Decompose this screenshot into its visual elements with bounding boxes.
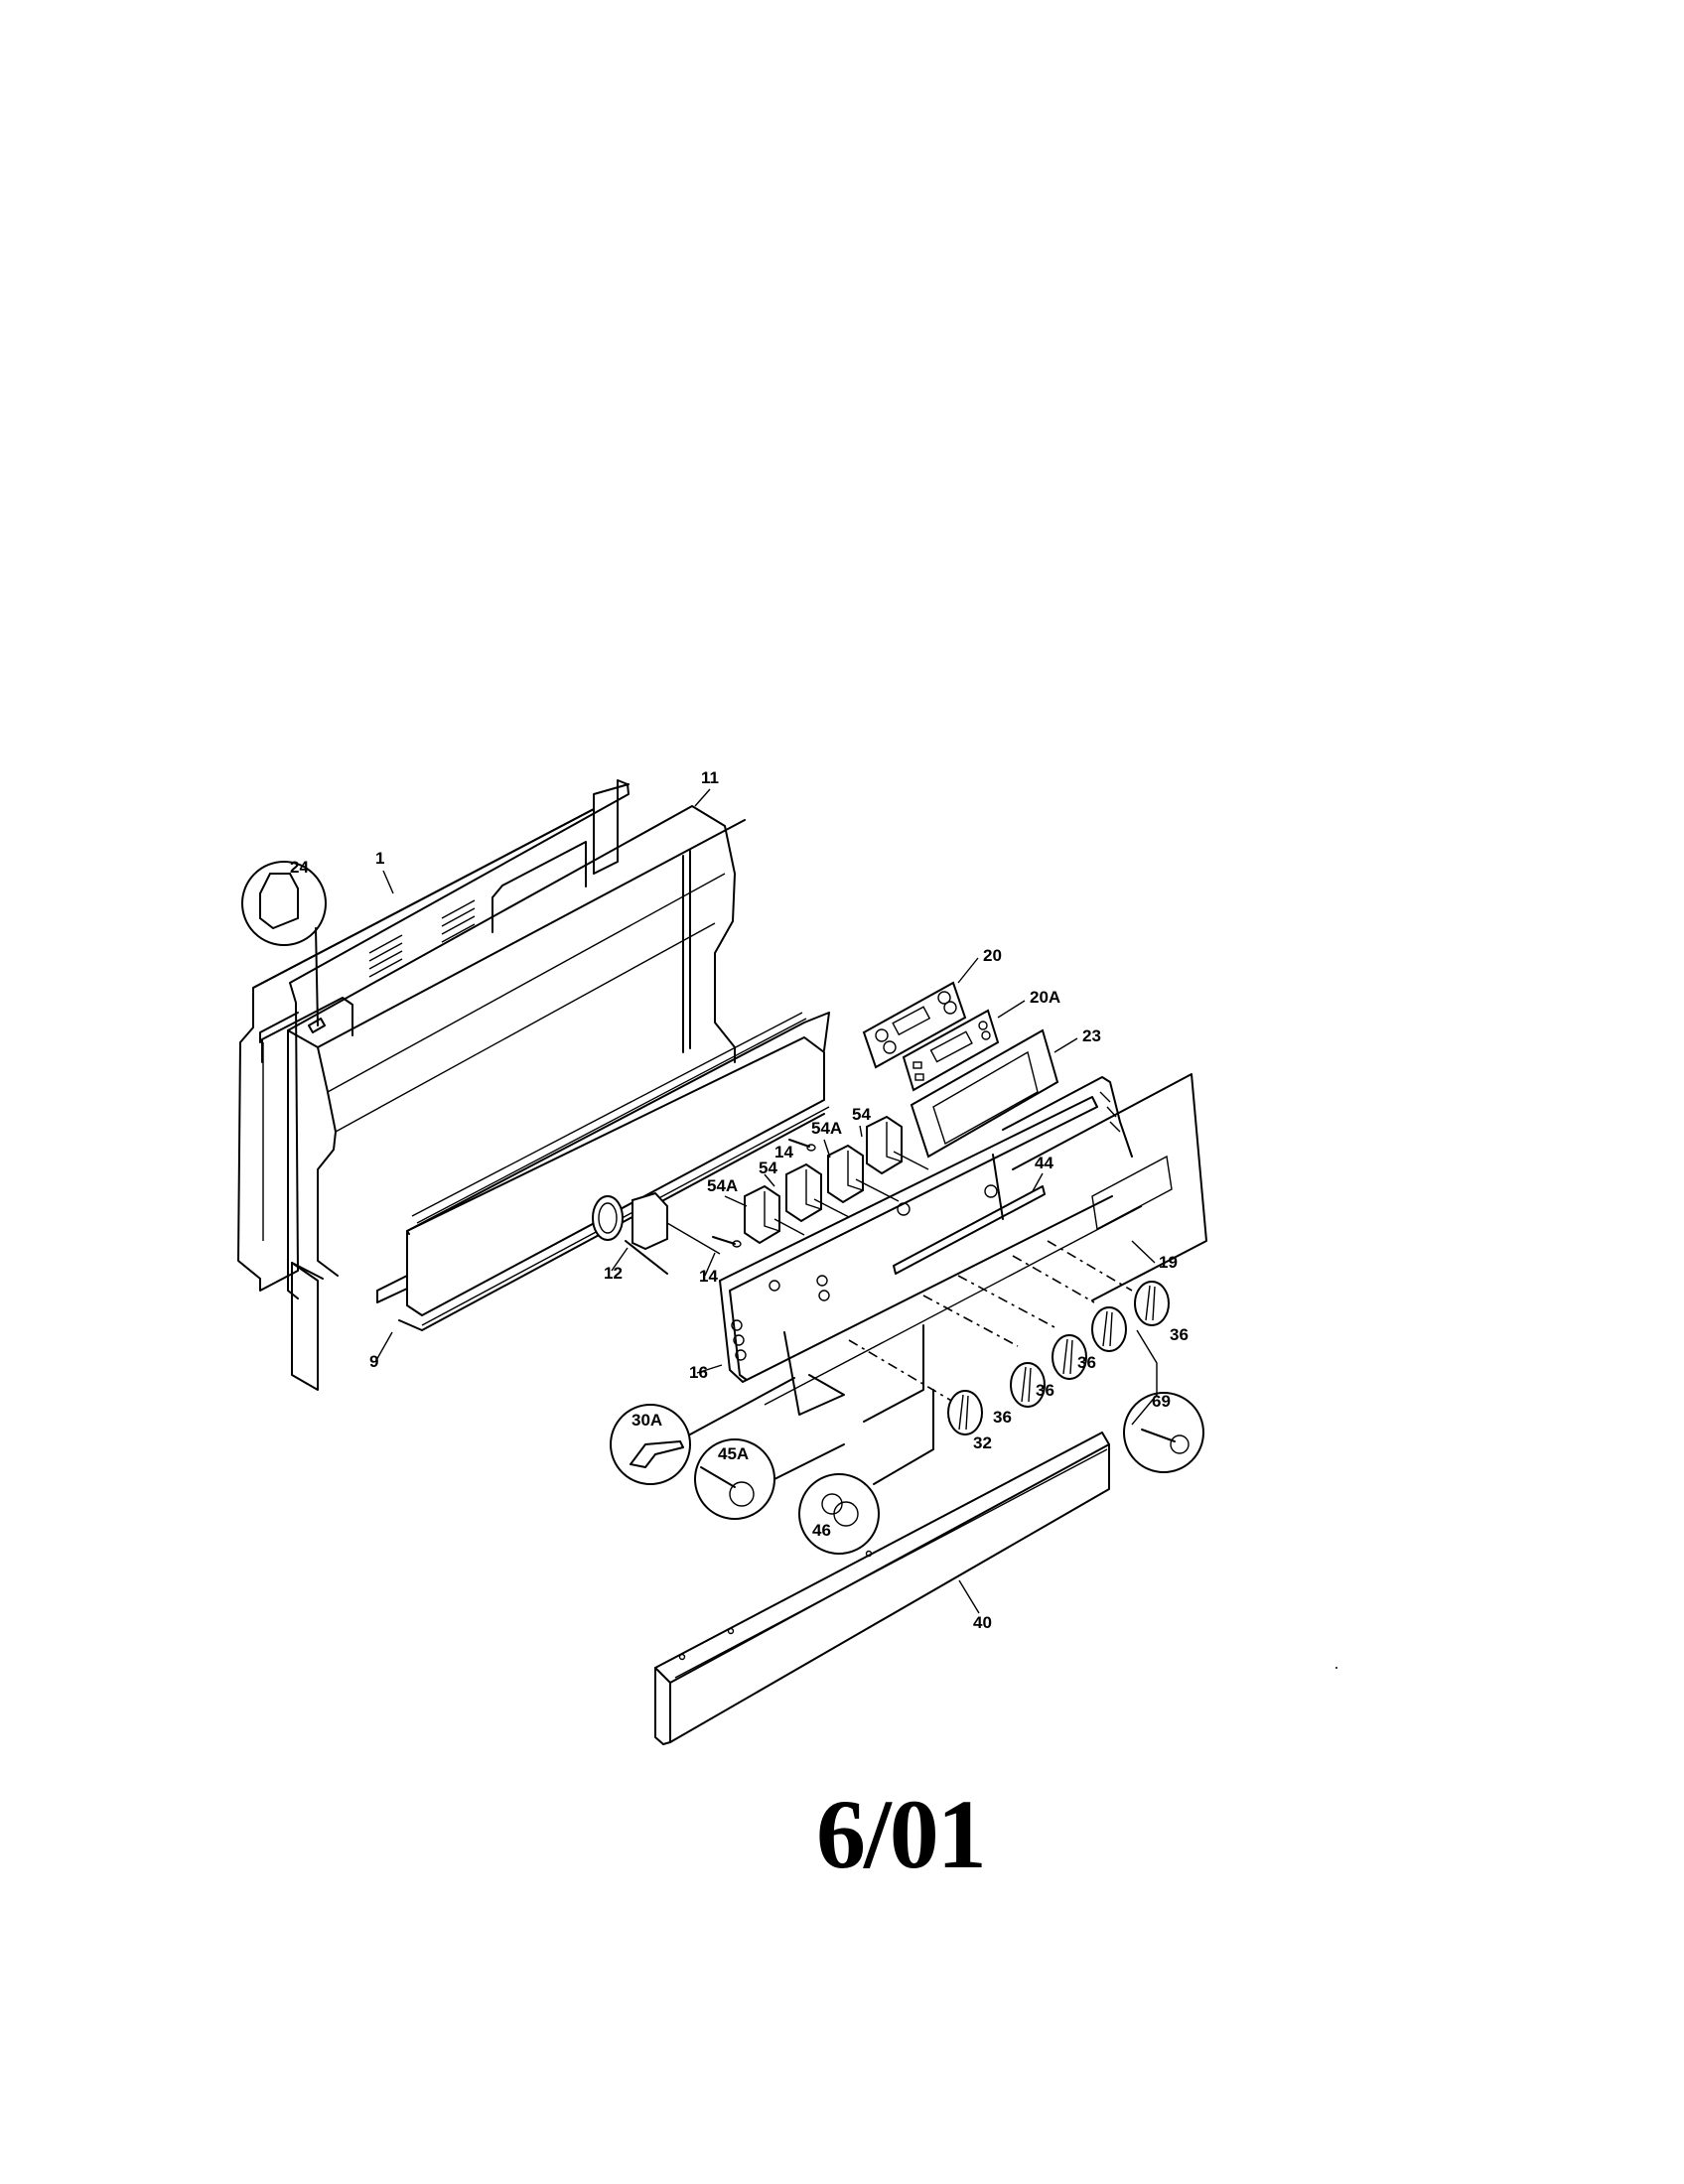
callout-23: 23: [1082, 1026, 1101, 1045]
callout-1: 1: [375, 849, 384, 868]
knob-alignment-lines: [848, 1240, 1133, 1403]
part-54-relays: [744, 1115, 929, 1245]
part-20A-clock: [902, 1009, 1000, 1092]
detail-circle-69: [1123, 1329, 1204, 1473]
callout-30A: 30A: [632, 1411, 662, 1430]
part-16-control-bracket: [719, 1096, 1113, 1383]
callout-40: 40: [973, 1613, 992, 1632]
part-40-lower-trim: [654, 1432, 1110, 1745]
part-9-manifold-panel: [376, 1012, 830, 1331]
callout-12: 12: [604, 1264, 623, 1283]
detail-circle-30A: [610, 1377, 795, 1485]
callout-labels: 1 11 24 20 20A 23 54 54A 14 54 54A 44 12…: [290, 768, 1189, 1632]
date-code: 6/01: [816, 1779, 987, 1889]
speck: [1335, 1667, 1337, 1669]
callout-36-d: 36: [993, 1408, 1012, 1427]
callout-14-lower: 14: [699, 1267, 718, 1286]
callout-32: 32: [973, 1433, 992, 1452]
callout-36-a: 36: [1170, 1325, 1189, 1344]
part-20-clock: [862, 981, 967, 1069]
part-19-console-panel: [1002, 1073, 1207, 1301]
callout-69: 69: [1152, 1392, 1171, 1411]
part-1-rear-panel: [237, 779, 630, 1292]
callout-16: 16: [689, 1363, 708, 1382]
part-11-frame: [287, 805, 746, 1391]
callout-20: 20: [983, 946, 1002, 965]
callout-14-upper: 14: [774, 1143, 793, 1161]
callout-36-b: 36: [1077, 1353, 1096, 1372]
detail-circle-46: [798, 1389, 934, 1555]
callout-54-lower: 54: [759, 1159, 777, 1177]
knobs: [947, 1281, 1170, 1435]
callout-44: 44: [1035, 1154, 1053, 1172]
detail-circle-24: [241, 861, 327, 1026]
part-44-trim: [893, 1154, 1046, 1275]
callout-46: 46: [812, 1521, 831, 1540]
leader-lines: [374, 788, 1156, 1374]
part-23-bezel: [910, 1028, 1059, 1159]
part-control-panel-front: [764, 1205, 1143, 1423]
callout-45A: 45A: [718, 1444, 749, 1463]
callout-11: 11: [701, 768, 719, 787]
callout-20A: 20A: [1030, 988, 1060, 1007]
callout-19: 19: [1159, 1253, 1178, 1272]
part-14-screws: [712, 1139, 816, 1248]
detail-circle-45A: [694, 1438, 845, 1520]
callout-24: 24: [290, 858, 309, 877]
callout-9: 9: [369, 1352, 378, 1371]
callout-54A-lower: 54A: [707, 1176, 738, 1195]
callout-54-upper: 54: [852, 1105, 871, 1124]
callout-36-c: 36: [1036, 1381, 1054, 1400]
callout-54A-upper: 54A: [811, 1119, 842, 1138]
part-12-switch: [592, 1191, 721, 1275]
